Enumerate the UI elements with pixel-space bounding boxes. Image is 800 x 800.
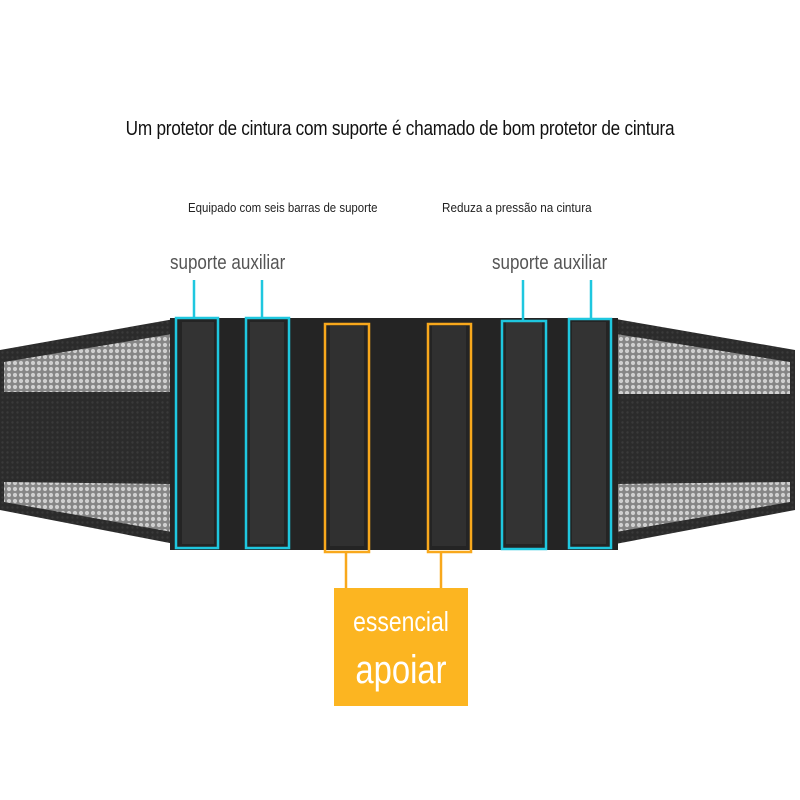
belt-center-panel <box>170 318 618 550</box>
label-auxiliary-support-right: suporte auxiliar <box>492 252 608 274</box>
support-bar-4 <box>432 326 466 546</box>
essential-support-callout: essencial apoiar <box>334 588 468 706</box>
headline: Um protetor de cintura com suporte é cha… <box>125 118 675 140</box>
callout-line-2: apoiar <box>355 648 447 692</box>
belt-right-mesh-top <box>616 334 790 394</box>
support-bar-1 <box>182 322 214 544</box>
subtitle-support-bars: Equipado com seis barras de suporte <box>188 200 378 215</box>
subtitle-reduce-pressure: Reduza a pressão na cintura <box>442 200 592 215</box>
waist-belt-illustration <box>0 280 795 588</box>
support-bar-6 <box>572 322 606 544</box>
belt-left-mesh-bottom <box>4 482 172 532</box>
belt-right-mesh-bottom <box>616 482 790 532</box>
belt-left-mesh-top <box>4 334 172 392</box>
support-bar-5 <box>506 322 542 544</box>
label-auxiliary-support-left: suporte auxiliar <box>170 252 286 274</box>
aux-outline-1 <box>174 316 220 550</box>
support-bar-2 <box>250 322 284 544</box>
essential-outline-2 <box>426 322 473 554</box>
aux-outline-2 <box>244 316 291 550</box>
callout-line-1: essencial <box>353 606 449 637</box>
support-bar-3 <box>330 326 364 546</box>
